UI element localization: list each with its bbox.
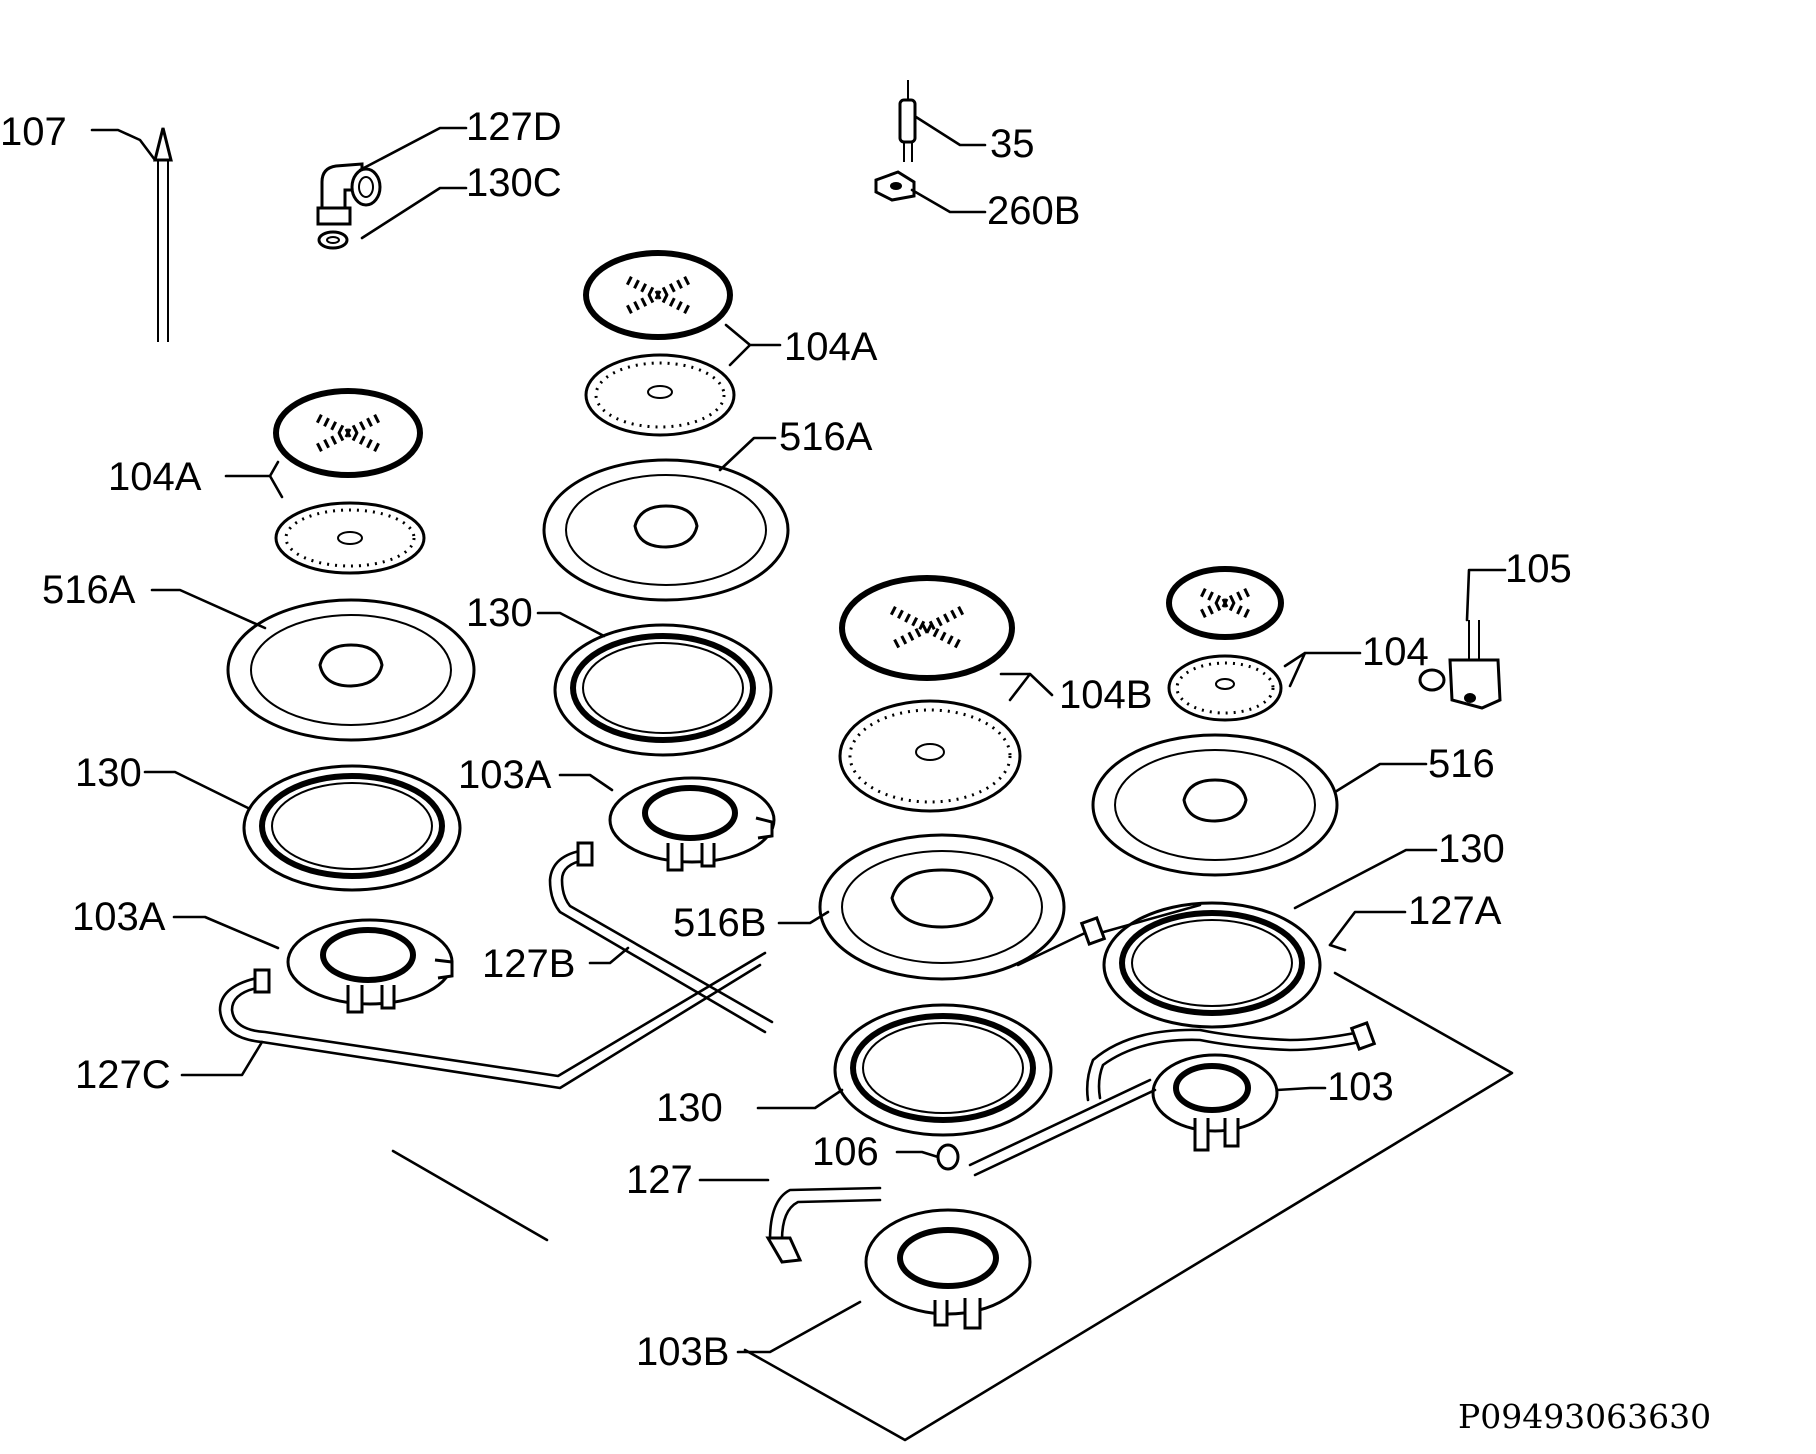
label-130-middle: 130 [466,591,533,635]
part-260b-clip [874,170,916,202]
label-103: 103 [1327,1065,1394,1109]
part-35-spark-plug [898,80,917,162]
label-104: 104 [1362,630,1429,674]
label-516a-top: 516A [779,415,873,459]
leader-lines [90,115,1507,1354]
label-127: 127 [626,1158,693,1202]
label-130c: 130C [466,161,562,205]
label-106: 106 [812,1130,879,1174]
label-130-right: 130 [1438,827,1505,871]
label-35: 35 [990,122,1035,166]
label-104a-left: 104A [108,455,202,499]
label-127b: 127B [482,942,575,986]
label-104b: 104B [1059,673,1152,717]
part-105-gas-tap [1418,620,1502,710]
gas-pipes [218,841,1377,1264]
label-105: 105 [1505,547,1572,591]
part-labels: 107 127D 130C 35 260B 104A 516A 104A 516… [0,105,1711,1436]
label-103a-middle: 103A [458,753,552,797]
burner-front-base-103b [864,1208,1032,1330]
label-130-bottom: 130 [656,1086,723,1130]
part-106-injector [936,1143,960,1171]
hob-outline [391,971,1514,1442]
burner-right [1091,566,1339,1152]
burner-middle [542,250,790,872]
label-127c: 127C [75,1053,171,1097]
label-104a-top: 104A [784,325,878,369]
label-130-left: 130 [75,751,142,795]
label-516b: 516B [673,901,766,945]
drawing-code: P09493063630 [1458,1397,1711,1436]
burner-left [226,388,476,1014]
part-127d-elbow [316,162,382,226]
label-516a-left: 516A [42,568,136,612]
part-107-thermocouple [153,127,173,342]
label-103a-left: 103A [72,895,166,939]
label-127d: 127D [466,105,562,149]
part-130c-seal [317,230,349,250]
burner-centre [818,575,1066,1137]
label-127a: 127A [1408,889,1502,933]
label-260b: 260B [987,189,1080,233]
label-516: 516 [1428,742,1495,786]
label-103b: 103B [636,1330,729,1374]
label-107: 107 [0,110,67,154]
